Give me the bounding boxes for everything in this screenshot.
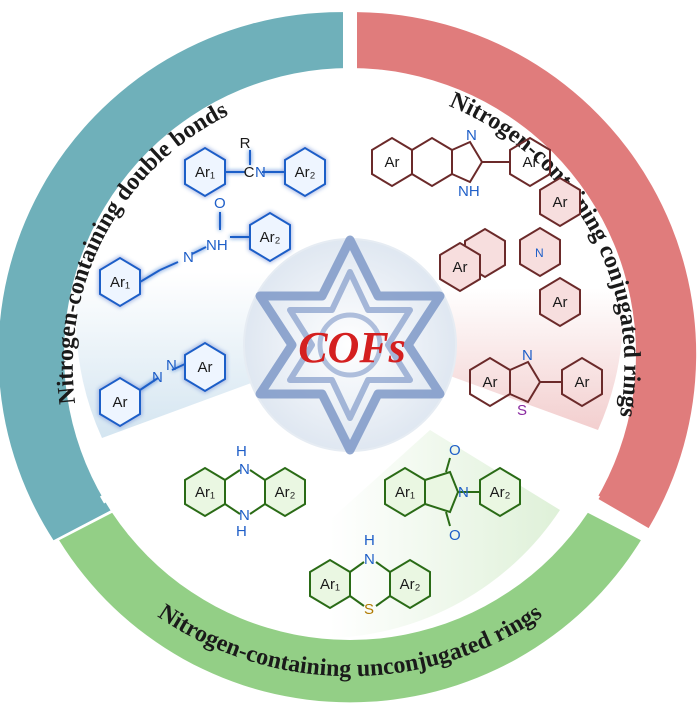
phenothiazine-ar1: Ar₁ bbox=[320, 576, 340, 593]
snowflake-icon bbox=[255, 235, 445, 455]
phenothiazine-s: S bbox=[364, 601, 374, 618]
thiazole-ar-right: Ar bbox=[575, 374, 590, 391]
triazine-n: N bbox=[535, 246, 544, 260]
molecule-imidazole bbox=[371, 136, 551, 188]
imine-ar1: Ar₁ bbox=[195, 164, 215, 181]
azo-ar-left: Ar bbox=[113, 394, 128, 411]
phenothiazine-h: H bbox=[364, 532, 375, 549]
phenazine-ar2: Ar₂ bbox=[275, 484, 296, 501]
molecule-thiazole bbox=[469, 356, 603, 408]
imide-o-top: O bbox=[449, 442, 461, 459]
imide-o-bottom: O bbox=[449, 527, 461, 544]
imidazole-n: N bbox=[466, 127, 477, 144]
imine-r: R bbox=[240, 135, 251, 152]
imide-labels: Ar₁ Ar₂ O N O bbox=[395, 442, 511, 544]
phenothiazine-n: N bbox=[364, 551, 375, 568]
azo-n2: N bbox=[166, 357, 177, 374]
triazine-ar-top: Ar bbox=[553, 194, 568, 211]
phenothiazine-labels: Ar₁ Ar₂ H N S bbox=[320, 532, 421, 618]
azo-labels: Ar Ar N N bbox=[113, 357, 213, 411]
imide-n: N bbox=[458, 484, 469, 501]
molecule-hydrazone bbox=[99, 211, 291, 308]
phenazine-h-bottom: H bbox=[236, 523, 247, 540]
imine-c: C bbox=[244, 164, 255, 181]
molecule-azo bbox=[99, 341, 226, 428]
imine-ar2: Ar₂ bbox=[295, 164, 316, 181]
phenazine-labels: Ar₁ Ar₂ H N N H bbox=[195, 443, 296, 540]
molecule-phenothiazine bbox=[309, 558, 431, 610]
phenazine-n-bottom: N bbox=[239, 507, 250, 524]
molecule-triazine bbox=[439, 176, 581, 328]
phenazine-h-top: H bbox=[236, 443, 247, 460]
hydrazone-ar1: Ar₁ bbox=[110, 274, 130, 291]
hydrazone-ar2: Ar₂ bbox=[260, 229, 281, 246]
imidazole-labels: Ar Ar N NH bbox=[385, 127, 538, 200]
phenazine-n-top: N bbox=[239, 461, 250, 478]
triazine-labels: Ar Ar Ar N bbox=[453, 194, 568, 311]
azo-n1: N bbox=[152, 369, 163, 386]
imine-labels: Ar₁ Ar₂ R C N bbox=[195, 135, 316, 181]
imide-ar2: Ar₂ bbox=[490, 484, 511, 501]
imidazole-ar-right: Ar bbox=[523, 154, 538, 171]
molecule-imine bbox=[184, 146, 326, 198]
hydrazone-o: O bbox=[214, 195, 226, 212]
hydrazone-labels: Ar₁ Ar₂ N NH O bbox=[110, 195, 281, 291]
hydrazone-n: N bbox=[183, 249, 194, 266]
thiazole-labels: Ar Ar N S bbox=[483, 347, 590, 419]
azo-ar-right: Ar bbox=[198, 359, 213, 376]
hydrazone-nh: NH bbox=[206, 237, 228, 254]
imine-n: N bbox=[255, 164, 266, 181]
imidazole-ar-left: Ar bbox=[385, 154, 400, 171]
phenazine-ar1: Ar₁ bbox=[195, 484, 215, 501]
molecule-imide bbox=[384, 457, 521, 527]
center-cof: COFs bbox=[243, 235, 457, 455]
triazine-ar-bottom: Ar bbox=[553, 294, 568, 311]
molecule-phenazine bbox=[184, 466, 306, 518]
thiazole-ar-left: Ar bbox=[483, 374, 498, 391]
thiazole-n: N bbox=[522, 347, 533, 364]
imide-ar1: Ar₁ bbox=[395, 484, 415, 501]
thiazole-s: S bbox=[517, 402, 527, 419]
cofs-label: COFs bbox=[298, 323, 406, 372]
phenothiazine-ar2: Ar₂ bbox=[400, 576, 421, 593]
imidazole-nh: NH bbox=[458, 183, 480, 200]
triazine-ar-left: Ar bbox=[453, 259, 468, 276]
